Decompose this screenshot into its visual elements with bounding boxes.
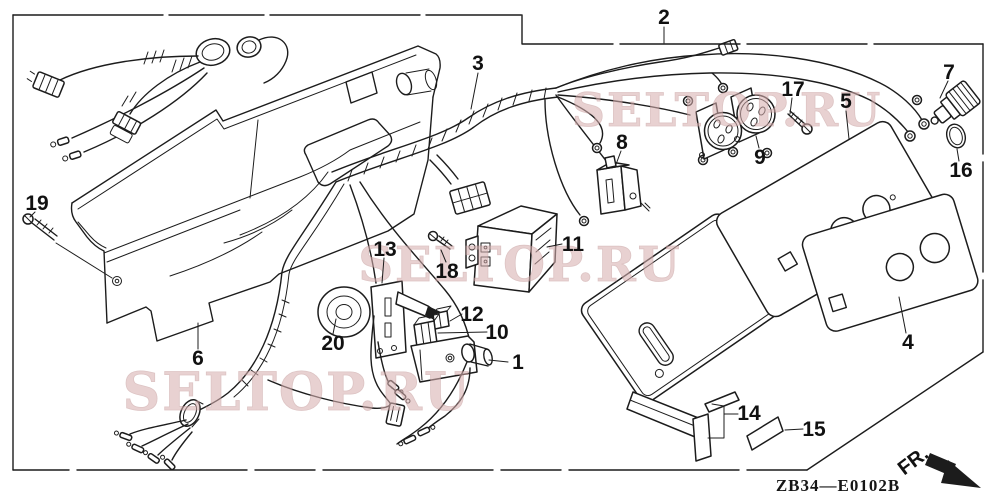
ring-terminal	[761, 147, 773, 159]
housing-window-opening	[303, 118, 393, 187]
fr-arrow-head-icon	[941, 460, 981, 488]
part-callout-3: 3	[472, 52, 484, 75]
panel-4	[801, 193, 979, 332]
neutral-switch	[596, 155, 651, 215]
part-callout-7: 7	[943, 61, 955, 84]
harness-tape-hatching	[347, 87, 547, 182]
part-callout-11: 11	[562, 233, 585, 256]
ring-terminal	[727, 146, 739, 158]
part-callout-17: 17	[781, 78, 804, 101]
part-callout-9: 9	[754, 146, 766, 169]
o-ring	[945, 123, 967, 149]
watermark: SELTOP.RU SELTOP.RU SELTOP.RU	[122, 83, 883, 424]
grommet-large	[195, 37, 231, 67]
part-callout-6: 6	[192, 347, 204, 370]
drawing-border	[12, 14, 984, 471]
harness-connector-block	[449, 181, 491, 215]
part-callout-18: 18	[435, 260, 459, 283]
bullet-terminal	[113, 430, 133, 442]
bullet-terminal	[126, 441, 145, 454]
screw-18	[427, 230, 453, 250]
screw19-pointer-line	[55, 242, 113, 279]
connector-4pin	[26, 70, 65, 98]
bullet-terminal	[394, 388, 411, 404]
ring-terminals	[578, 82, 930, 227]
ring-terminal	[911, 94, 923, 106]
ring-terminal	[918, 118, 930, 130]
panel-sockets	[695, 87, 776, 160]
part-callout-4: 4	[902, 331, 914, 354]
part-callout-2: 2	[658, 6, 670, 29]
grommet-small	[236, 36, 262, 58]
watermark-text: SELTOP.RU	[572, 83, 883, 137]
panel4-hole	[885, 252, 915, 282]
lower-wiring	[267, 315, 471, 447]
part-callout-16: 16	[949, 159, 972, 182]
watermark-text: SELTOP.RU	[123, 362, 472, 423]
callout-leader-lines	[29, 26, 960, 439]
fuse-holder-cap	[930, 80, 981, 125]
ring-terminal	[591, 142, 603, 154]
label-sticker-15	[746, 416, 784, 451]
part-callout-12: 12	[460, 303, 483, 326]
switch-assy-1	[410, 335, 493, 383]
warning-buzzer	[317, 280, 441, 359]
bullet-terminal	[50, 136, 70, 148]
part-callout-10: 10	[485, 321, 508, 344]
part-callout-15: 15	[802, 418, 826, 441]
screw-17	[787, 110, 813, 135]
housing-boss-box	[345, 71, 378, 104]
ring-terminal	[717, 82, 729, 94]
battery-cable	[113, 399, 204, 471]
ring-terminal	[904, 130, 916, 142]
part-callout-13: 13	[373, 238, 396, 261]
part-callout-20: 20	[321, 332, 344, 355]
control-box-housing	[55, 45, 441, 342]
cdi-unit	[465, 205, 558, 293]
panel4-hole	[919, 232, 951, 264]
housing-cylinder-boss	[395, 68, 438, 96]
front-direction-marker: FR.	[894, 443, 981, 488]
diagram-code: ZB34—E0102B	[776, 476, 900, 495]
bullet-terminal	[398, 434, 417, 447]
ring-terminal	[682, 95, 694, 107]
callout-numbers: 1 2 3 4 5 6 7 8 9 10 11 12 13 14 15 16 1…	[25, 6, 972, 441]
bullet-terminal	[143, 450, 161, 464]
clip-12	[432, 305, 452, 330]
upper-wire-bundle	[26, 36, 289, 162]
part-callout-14: 14	[737, 402, 761, 425]
connector-small	[385, 402, 406, 427]
bullet-terminal	[62, 150, 82, 162]
label-sticker-14	[692, 391, 740, 462]
part-callout-5: 5	[840, 90, 852, 113]
screw-19	[22, 213, 58, 241]
connector-3pin	[109, 111, 142, 144]
wire-loop	[258, 36, 289, 84]
tape-hatching	[121, 49, 193, 107]
part-callout-8: 8	[616, 131, 628, 154]
cable-tape-hatching	[241, 299, 290, 387]
housing-screw-hole	[112, 276, 122, 286]
main-harness	[195, 47, 923, 413]
bullet-terminal	[417, 424, 436, 437]
bullet-terminal	[160, 454, 176, 471]
part-callout-1: 1	[512, 351, 524, 374]
part-callout-19: 19	[25, 192, 48, 215]
watermark-text: SELTOP.RU	[358, 237, 681, 293]
ring-terminal	[578, 215, 590, 227]
